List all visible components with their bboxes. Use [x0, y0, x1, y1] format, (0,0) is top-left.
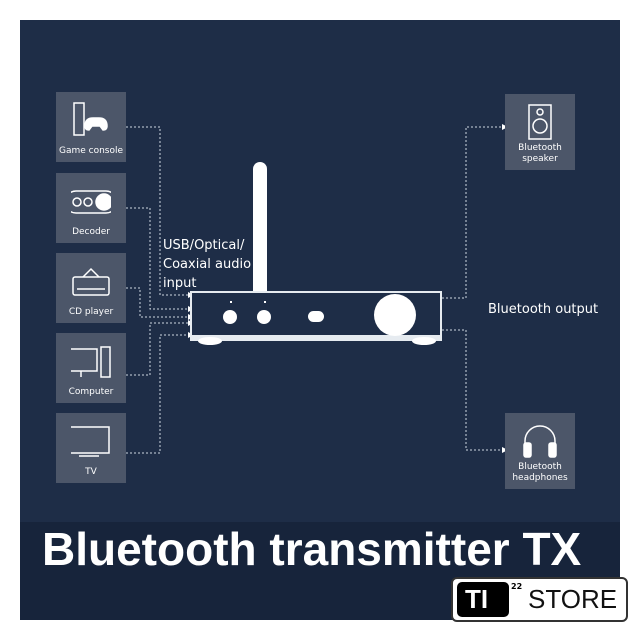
input-label: USB/Optical/ Coaxial audio input — [163, 236, 251, 293]
source-label: Decoder — [72, 227, 110, 237]
store-logo: TI 22 STORE — [451, 577, 628, 622]
speaker-icon — [528, 104, 552, 140]
source-label: TV — [85, 467, 97, 477]
page-title: Bluetooth transmitter TX — [42, 523, 582, 575]
source-label: Computer — [68, 387, 114, 397]
computer-icon — [71, 346, 111, 378]
logo-superscript: 22 — [511, 582, 523, 591]
output-label-line: headphones — [512, 473, 568, 483]
source-cd-player: CD player — [56, 253, 126, 323]
logo-store: STORE — [528, 584, 618, 614]
source-decoder: Decoder — [56, 173, 126, 243]
source-label: Game console — [58, 146, 124, 156]
source-label: CD player — [68, 307, 114, 317]
source-tv: TV — [56, 413, 126, 483]
cd-player-icon — [72, 267, 110, 296]
input-label-line: Coaxial audio — [163, 257, 252, 272]
game-console-icon — [73, 102, 108, 136]
input-label-line: input — [163, 276, 197, 291]
output-label-line: Bluetooth — [518, 462, 562, 472]
logo-ti: TI — [457, 582, 509, 617]
source-computer: Computer — [56, 333, 126, 403]
source-game-console: Game console — [56, 92, 126, 162]
decoder-icon — [71, 190, 111, 214]
input-label-line: USB/Optical/ — [163, 238, 245, 253]
headphones-icon — [523, 425, 557, 458]
output-label-line: speaker — [522, 154, 558, 164]
output-label: Bluetooth output — [488, 302, 599, 317]
output-label-line: Bluetooth — [518, 143, 562, 153]
tv-icon — [71, 426, 110, 457]
